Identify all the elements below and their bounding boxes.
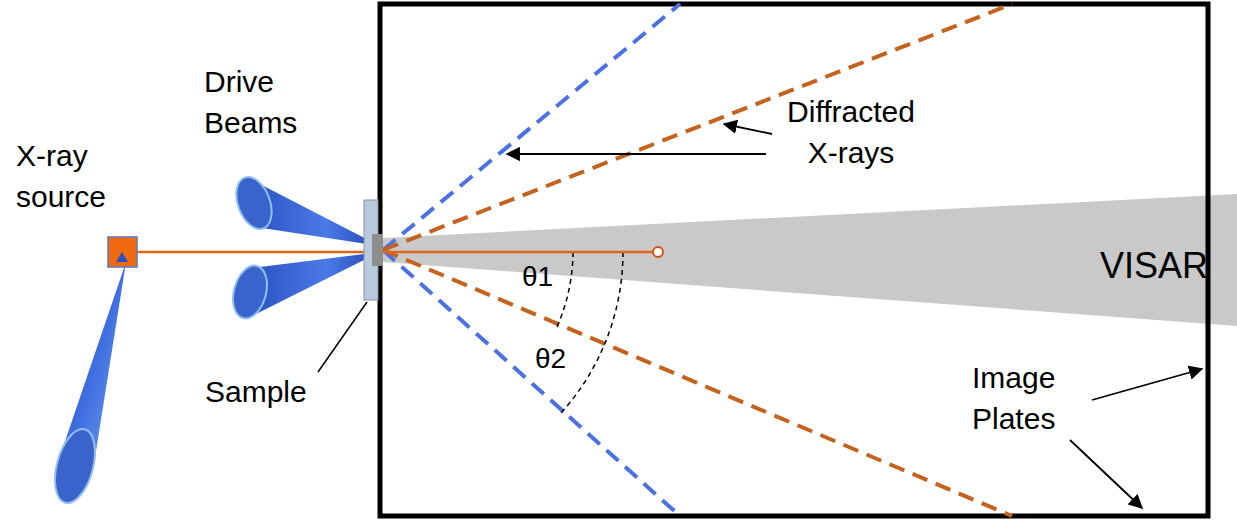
leader-arrow xyxy=(1070,440,1142,508)
sample-label: Sample xyxy=(205,372,325,413)
drive-beam-end xyxy=(228,262,273,322)
sample xyxy=(372,234,383,266)
angle-arc xyxy=(557,252,573,327)
plates-label: Image Plates xyxy=(972,358,1082,439)
rays-label: Diffracted X-rays xyxy=(776,92,926,173)
angle-arc xyxy=(561,252,623,413)
source-label: X-ray source xyxy=(16,136,126,217)
beam-stop xyxy=(653,247,663,257)
xray-beam xyxy=(137,251,653,254)
angle-label: θ1 xyxy=(522,258,572,296)
diffracted-ray xyxy=(383,4,680,250)
laser-cone-tip xyxy=(116,252,128,262)
leader-arrow xyxy=(507,153,766,155)
detector-label: VISAR xyxy=(1100,242,1230,291)
xray-source xyxy=(108,237,137,267)
beam-label: Drive Beams xyxy=(204,62,304,143)
drive-beam-end xyxy=(230,172,279,234)
diffracted-ray xyxy=(383,4,1012,250)
chamber-wall xyxy=(380,4,1208,516)
leader-arrow xyxy=(724,124,772,134)
diffracted-ray xyxy=(383,250,680,516)
angle-label: θ2 xyxy=(535,340,585,378)
diffracted-ray xyxy=(383,250,1012,516)
leader-line xyxy=(318,302,367,372)
laser-cone-end xyxy=(48,425,102,508)
leader-arrow xyxy=(1092,369,1202,400)
